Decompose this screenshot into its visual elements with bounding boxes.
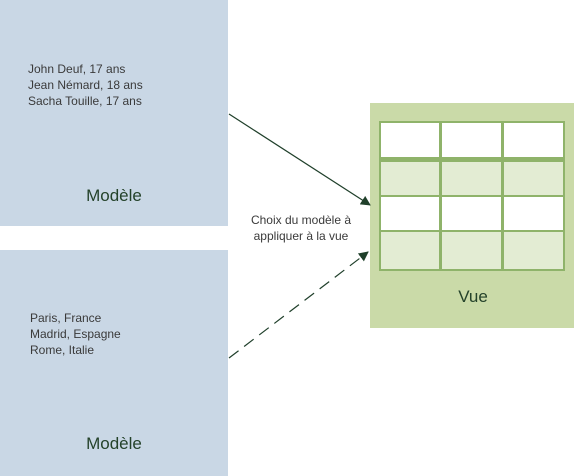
grid-cell: [504, 232, 563, 269]
grid-cell: [381, 162, 439, 195]
caption-line: appliquer à la vue: [253, 229, 349, 243]
model-data-line: Rome, Italie: [30, 343, 95, 357]
model-title: Modèle: [86, 434, 142, 453]
grid-cell: [381, 197, 439, 230]
model-data-list: Paris, France Madrid, Espagne Rome, Ital…: [30, 310, 121, 358]
arrow-caption: Choix du modèle à appliquer à la vue: [233, 212, 369, 244]
grid-cell: [442, 123, 501, 157]
caption-line: Choix du modèle à: [250, 213, 352, 227]
grid-cell: [442, 162, 501, 195]
grid-cell: [381, 123, 439, 157]
model-data-list: John Deuf, 17 ans Jean Némard, 18 ans Sa…: [28, 61, 143, 109]
model-data-line: Paris, France: [30, 311, 102, 325]
grid-cell: [504, 197, 563, 230]
model-title: Modèle: [86, 186, 142, 205]
model-box-cities: [0, 250, 228, 476]
grid-cell: [442, 232, 501, 269]
solid-arrow: [228, 113, 371, 206]
grid-cell: [381, 232, 439, 269]
grid-cell: [504, 123, 563, 157]
model-data-line: Madrid, Espagne: [30, 327, 121, 341]
model-data-line: Jean Némard, 18 ans: [28, 78, 143, 92]
grid-cell: [442, 197, 501, 230]
view-table-grid: [379, 121, 565, 271]
view-title: Vue: [458, 287, 488, 306]
model-data-line: John Deuf, 17 ans: [28, 62, 126, 76]
model-data-line: Sacha Touille, 17 ans: [28, 94, 142, 108]
dashed-arrow: [228, 251, 369, 359]
grid-cell: [504, 162, 563, 195]
model-box-people: John Deuf, 17 ans Jean Némard, 18 ans Sa…: [0, 0, 228, 226]
